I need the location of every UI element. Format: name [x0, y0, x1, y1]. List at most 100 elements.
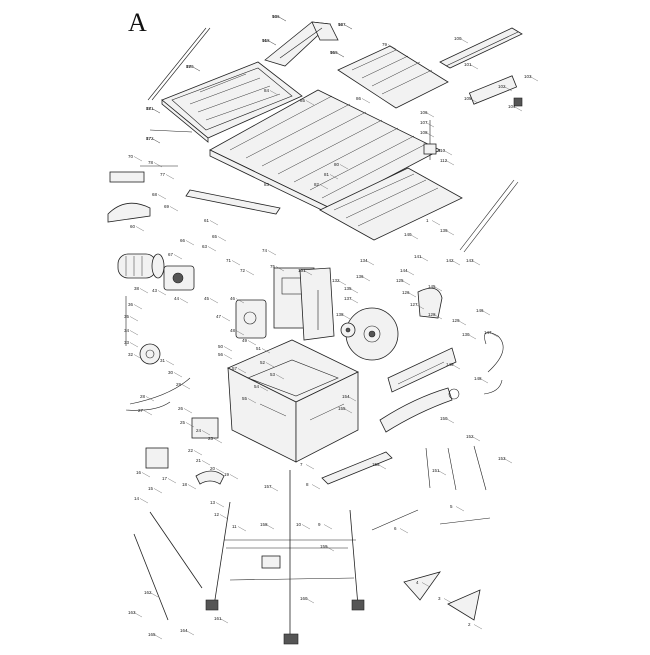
callout-leader	[323, 524, 333, 530]
part-callout-86: 86	[356, 96, 362, 101]
callout-leader	[325, 546, 335, 552]
part-callout-131: 131	[298, 268, 306, 273]
part-callout-168: 168	[262, 38, 270, 43]
part-callout-112: 112	[440, 158, 448, 163]
callout-leader	[215, 502, 225, 508]
part-callout-36: 36	[128, 302, 134, 307]
callout-leader	[219, 618, 229, 624]
callout-leader	[431, 220, 441, 226]
part-callout-147: 147	[484, 330, 492, 335]
part-callout-103: 103	[524, 74, 532, 79]
part-callout-140: 140	[404, 232, 412, 237]
callout-leader	[149, 592, 159, 598]
callout-leader	[269, 90, 279, 96]
callout-leader	[269, 184, 279, 190]
callout-leader	[145, 396, 155, 402]
mobile-base-linkage	[371, 509, 491, 621]
callout-leader	[129, 330, 139, 336]
callout-leader	[223, 346, 233, 352]
part-callout-4: 4	[416, 580, 419, 585]
flange-washer	[340, 322, 356, 338]
callout-leader	[185, 422, 195, 428]
part-callout-146: 146	[476, 308, 484, 313]
part-callout-38: 38	[134, 286, 140, 291]
part-callout-137: 137	[344, 296, 352, 301]
part-callout-104: 104	[508, 104, 516, 109]
part-callout-29: 29	[176, 382, 182, 387]
part-callout-157: 157	[264, 484, 272, 489]
callout-leader	[361, 98, 371, 104]
callout-leader	[201, 430, 211, 436]
callout-leader	[415, 304, 425, 310]
callout-leader	[405, 270, 415, 276]
callout-leader	[133, 354, 143, 360]
part-callout-80: 80	[334, 162, 340, 167]
callout-leader	[269, 486, 279, 492]
part-callout-172: 172	[146, 136, 154, 141]
part-callout-132: 132	[332, 278, 340, 283]
part-callout-107: 107	[420, 120, 428, 125]
callout-leader	[467, 334, 477, 340]
callout-leader	[473, 624, 483, 630]
wrench-tools	[425, 445, 487, 491]
part-callout-65: 65	[212, 234, 218, 239]
part-callout-125: 125	[396, 278, 404, 283]
callout-leader	[265, 524, 275, 530]
part-callout-8: 8	[306, 482, 309, 487]
callout-leader	[139, 498, 149, 504]
part-callout-54: 54	[254, 384, 260, 389]
part-callout-167: 167	[338, 22, 346, 27]
callout-leader	[479, 378, 489, 384]
callout-leader	[319, 184, 329, 190]
callout-leader	[153, 162, 163, 168]
callout-leader	[457, 320, 467, 326]
part-callout-138: 138	[336, 312, 344, 317]
callout-leader	[433, 314, 443, 320]
callout-leader	[235, 298, 245, 304]
callout-leader	[165, 174, 175, 180]
callout-leader	[173, 372, 183, 378]
callout-leader	[247, 340, 257, 346]
part-callout-33: 33	[124, 340, 130, 345]
callout-leader	[305, 598, 315, 604]
part-callout-160: 160	[300, 596, 308, 601]
callout-leader	[361, 276, 371, 282]
part-callout-135: 135	[344, 286, 352, 291]
callout-leader	[207, 246, 217, 252]
callout-leader	[407, 292, 417, 298]
part-callout-170: 170	[186, 64, 194, 69]
callout-leader	[425, 132, 435, 138]
callout-leader	[469, 64, 479, 70]
callout-leader	[129, 342, 139, 348]
part-callout-155: 155	[338, 406, 346, 411]
part-callout-10: 10	[296, 522, 302, 527]
part-callout-19: 19	[224, 472, 230, 477]
callout-leader	[133, 156, 143, 162]
part-callout-50: 50	[218, 344, 224, 349]
callout-leader	[143, 410, 153, 416]
part-callout-79: 79	[382, 42, 388, 47]
part-callout-102: 102	[498, 84, 506, 89]
callout-leader	[343, 24, 353, 30]
callout-leader	[229, 474, 239, 480]
right-extension-wing	[337, 45, 449, 109]
part-callout-83: 83	[264, 182, 270, 187]
part-callout-106: 106	[420, 110, 428, 115]
part-callout-55: 55	[242, 396, 248, 401]
callout-leader	[223, 354, 233, 360]
part-callout-47: 47	[216, 314, 222, 319]
part-callout-31: 31	[160, 358, 166, 363]
part-callout-67: 67	[168, 252, 174, 257]
callout-leader	[221, 316, 231, 322]
callout-leader	[341, 314, 351, 320]
callout-leader	[173, 254, 183, 260]
part-callout-5: 5	[450, 504, 453, 509]
front-rail	[149, 129, 281, 215]
part-callout-85: 85	[300, 98, 306, 103]
callout-leader	[451, 260, 461, 266]
part-callout-153: 153	[498, 456, 506, 461]
callout-leader	[401, 280, 411, 286]
callout-leader	[471, 260, 481, 266]
callout-leader	[169, 206, 179, 212]
callout-leader	[445, 160, 455, 166]
